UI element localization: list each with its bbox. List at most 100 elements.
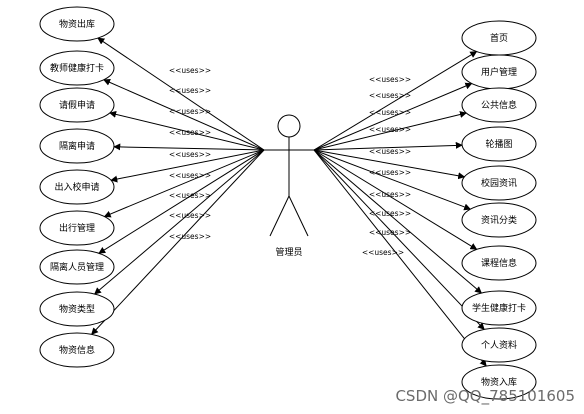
use-case-ellipse	[39, 169, 115, 205]
use-case-ellipse	[39, 291, 115, 327]
association-right-3	[313, 111, 467, 151]
use-case-right-10: 物资入库	[461, 364, 537, 400]
association-left-5	[110, 149, 265, 183]
uses-label: <<uses>>	[369, 168, 411, 177]
uses-label: <<uses>>	[369, 228, 411, 237]
association-right-4	[313, 141, 463, 151]
association-left-1	[97, 37, 265, 151]
uses-label: <<uses>>	[169, 171, 211, 180]
use-case-right-4: 轮播图	[461, 126, 537, 162]
association-left-6	[103, 149, 265, 218]
use-cases: 物资出库教师健康打卡请假申请隔离申请出入校申请出行管理隔离人员管理物资类型物资信…	[39, 6, 537, 400]
use-case-label: 出行管理	[59, 222, 95, 234]
uses-label: <<uses>>	[369, 75, 411, 84]
use-case-right-8: 学生健康打卡	[461, 290, 537, 326]
uses-label: <<uses>>	[362, 248, 404, 257]
actor-right-leg	[288, 195, 309, 237]
use-case-label: 个人资料	[481, 339, 517, 351]
use-case-right-1: 首页	[461, 20, 537, 56]
actor-left-leg	[269, 195, 290, 237]
use-case-label: 隔离申请	[59, 140, 95, 152]
use-case-ellipse	[461, 165, 537, 201]
association-right-9	[313, 149, 485, 330]
actor-manager: 管理员	[262, 114, 316, 258]
uses-label: <<uses>>	[169, 150, 211, 159]
use-case-label: 首页	[490, 32, 508, 44]
watermark: CSDN @QQ_785101605	[395, 387, 575, 406]
use-case-label: 资讯分类	[481, 214, 517, 226]
use-case-label: 学生健康打卡	[472, 302, 526, 314]
use-case-label: 校园资讯	[481, 177, 517, 189]
uses-label: <<uses>>	[369, 147, 411, 156]
uses-label: <<uses>>	[369, 209, 411, 218]
use-case-label: 用户管理	[481, 66, 517, 78]
use-case-ellipse	[461, 290, 537, 326]
uses-label: <<uses>>	[169, 191, 211, 200]
associations	[91, 37, 487, 367]
use-case-right-6: 资讯分类	[461, 202, 537, 238]
use-case-ellipse	[39, 87, 115, 123]
association-right-2	[313, 82, 473, 151]
use-case-label: 隔离人员管理	[50, 261, 104, 273]
association-left-8	[94, 149, 265, 295]
use-case-label: 公共信息	[481, 99, 517, 111]
uses-label: <<uses>>	[369, 108, 411, 117]
association-right-5	[313, 149, 466, 180]
association-right-8	[313, 149, 483, 294]
association-left-9	[91, 149, 265, 335]
use-case-left-8: 物资类型	[39, 291, 115, 327]
use-case-ellipse	[461, 327, 537, 363]
use-case-label: 请假申请	[59, 99, 95, 111]
use-case-label: 物资信息	[59, 344, 95, 356]
use-case-left-1: 物资出库	[39, 6, 115, 42]
uses-labels: <<uses>> <<uses>> <<uses>> <<uses>> <<uses>>…	[169, 66, 411, 257]
association-left-7	[98, 149, 265, 254]
use-case-ellipse	[461, 202, 537, 238]
use-case-label: 物资入库	[481, 376, 517, 388]
use-case-ellipse	[39, 50, 115, 86]
use-case-label: 出入校申请	[54, 181, 99, 193]
use-case-label: 课程信息	[481, 257, 517, 269]
use-case-left-9: 物资信息	[39, 332, 115, 368]
use-case-left-3: 请假申请	[39, 87, 115, 123]
uses-label: <<uses>>	[169, 232, 211, 241]
association-right-7	[313, 149, 478, 250]
uses-label: <<uses>>	[369, 125, 411, 134]
use-case-label: 物资出库	[59, 18, 95, 30]
use-case-left-7: 隔离人员管理	[39, 249, 115, 285]
use-case-right-7: 课程信息	[461, 245, 537, 281]
use-case-right-3: 公共信息	[461, 87, 537, 123]
use-case-ellipse	[461, 245, 537, 281]
association-left-4	[113, 143, 265, 151]
uses-label: <<uses>>	[169, 107, 211, 116]
uses-label: <<uses>>	[169, 211, 211, 220]
use-case-right-5: 校园资讯	[461, 165, 537, 201]
use-case-left-4: 隔离申请	[39, 128, 115, 164]
actor-label: 管理员	[275, 246, 302, 258]
use-case-ellipse	[461, 364, 537, 400]
use-case-ellipse	[39, 249, 115, 285]
association-right-1	[313, 51, 478, 151]
use-case-ellipse	[461, 87, 537, 123]
use-case-ellipse	[39, 210, 115, 246]
use-case-left-2: 教师健康打卡	[39, 50, 115, 86]
actor-head	[277, 114, 301, 138]
association-left-3	[109, 110, 265, 151]
use-case-ellipse	[39, 6, 115, 42]
use-case-label: 轮播图	[485, 138, 512, 150]
association-right-6	[313, 149, 472, 211]
use-case-label: 物资类型	[59, 303, 95, 315]
uses-label: <<uses>>	[169, 86, 211, 95]
use-case-ellipse	[39, 128, 115, 164]
association-right-10	[313, 149, 487, 367]
use-case-left-6: 出行管理	[39, 210, 115, 246]
use-case-ellipse	[461, 126, 537, 162]
uses-label: <<uses>>	[369, 190, 411, 199]
use-case-label: 教师健康打卡	[50, 62, 104, 74]
uses-label: <<uses>>	[369, 91, 411, 100]
uses-label: <<uses>>	[169, 128, 211, 137]
use-case-left-5: 出入校申请	[39, 169, 115, 205]
association-left-2	[103, 79, 265, 151]
use-case-right-9: 个人资料	[461, 327, 537, 363]
